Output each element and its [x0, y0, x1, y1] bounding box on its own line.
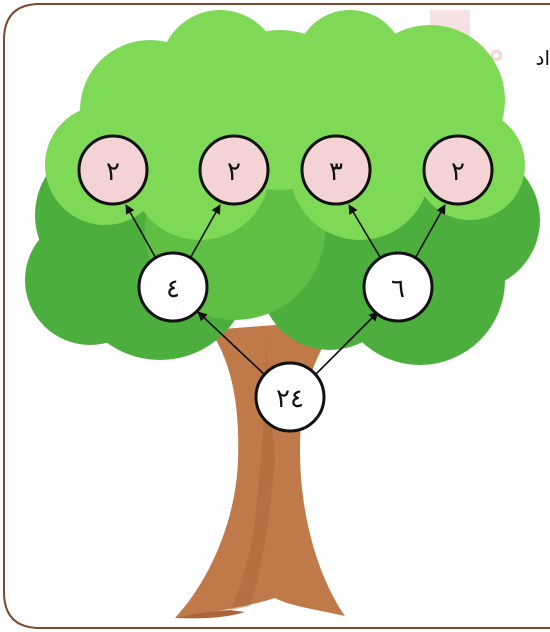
leaf-node-4: ٢	[424, 136, 492, 204]
factor-node-left-value: ٤	[166, 274, 180, 304]
leaf-node-3-value: ٣	[329, 157, 343, 187]
factor-node-right-value: ٦	[391, 274, 405, 304]
root-node: ٢٤	[256, 363, 324, 431]
leaf-node-1: ٢	[79, 136, 147, 204]
tree-trunk	[175, 320, 345, 618]
leaf-node-1-value: ٢	[106, 157, 120, 187]
factor-node-right: ٦	[364, 253, 432, 321]
factor-node-left: ٤	[139, 253, 207, 321]
leaf-node-2-value: ٢	[227, 157, 241, 187]
leaf-node-3: ٣	[302, 136, 370, 204]
root-node-value: ٢٤	[276, 384, 304, 414]
cut-off-instruction-text: اد	[528, 46, 550, 70]
leaf-node-4-value: ٢	[451, 157, 465, 187]
leaf-node-2: ٢	[200, 136, 268, 204]
